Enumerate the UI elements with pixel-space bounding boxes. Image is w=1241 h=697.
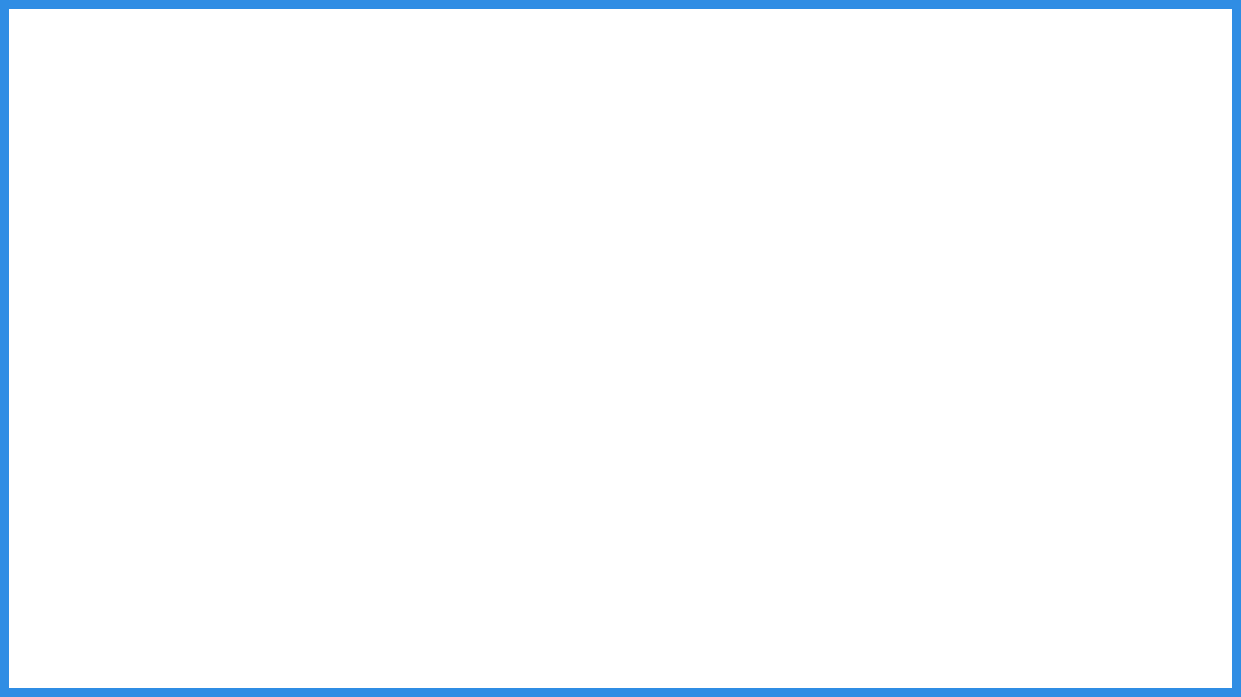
label-table-2: Mesa: [867, 444, 936, 475]
label-dishes: Platillos: [363, 129, 446, 156]
label-cook-top: Cocinero: [42, 117, 130, 142]
line-order4-table2: [775, 304, 834, 368]
menu-card-title: MENU: [389, 502, 418, 513]
order-1-cloche-icon: [720, 72, 850, 132]
label-waiter: Mesero: [1127, 489, 1227, 522]
line-cook-eggs: [141, 198, 305, 247]
label-cook-bottom: Cocinero: [36, 478, 124, 503]
label-order-9: Orden: [1061, 634, 1128, 661]
label-order-2: Orden: [869, 37, 936, 64]
dish-steak-icon: [427, 237, 553, 295]
label-order-5: Orden: [681, 341, 748, 368]
line-table3-waiter: [1018, 459, 1107, 527]
order-8-cloche-icon: [868, 615, 998, 675]
line-order1-table1: [798, 157, 867, 221]
order-3-cloche-icon: [962, 100, 1092, 160]
label-order-7: Orden: [805, 657, 872, 684]
label-order-4: Orden: [681, 241, 748, 268]
label-table-1: Mesa: [902, 298, 971, 329]
waiter-icon: [1097, 323, 1210, 493]
label-menu: Menu: [376, 615, 431, 640]
restaurant-sign: Restaurante food & drinks: [497, 9, 695, 194]
table-2-icon: [834, 363, 963, 440]
order-6-cloche-icon: [665, 449, 795, 509]
label-order-3: Orden: [995, 74, 1062, 101]
label-table-3: Mesa: [902, 567, 971, 598]
table-3-icon: [870, 491, 999, 568]
line-table1-waiter: [1029, 273, 1114, 333]
line-order8-table3: [936, 600, 944, 622]
table-1-icon: [870, 222, 999, 299]
label-order-1: Orden: [752, 52, 819, 79]
order-7-cloche-icon: [769, 598, 899, 658]
line-order6-table2: [783, 428, 826, 476]
chef-bottom-icon: [45, 302, 161, 476]
sign-title: Restaurante: [539, 142, 653, 165]
dish-burger-icon: [339, 311, 465, 369]
dish-pizza-icon: [255, 237, 381, 295]
chef-top-icon: [45, 132, 161, 306]
sign-subtitle: food & drinks: [573, 170, 620, 179]
order-5-cloche-icon: [648, 369, 778, 429]
label-order-6: Orden: [698, 508, 765, 535]
line-order3-table1: [961, 172, 1023, 221]
menu-card: MENU: [355, 481, 453, 609]
order-2-cloche-icon: [837, 58, 967, 118]
line-cook2-burger-gray: [161, 352, 334, 415]
dish-eggs-icon: [340, 168, 466, 226]
